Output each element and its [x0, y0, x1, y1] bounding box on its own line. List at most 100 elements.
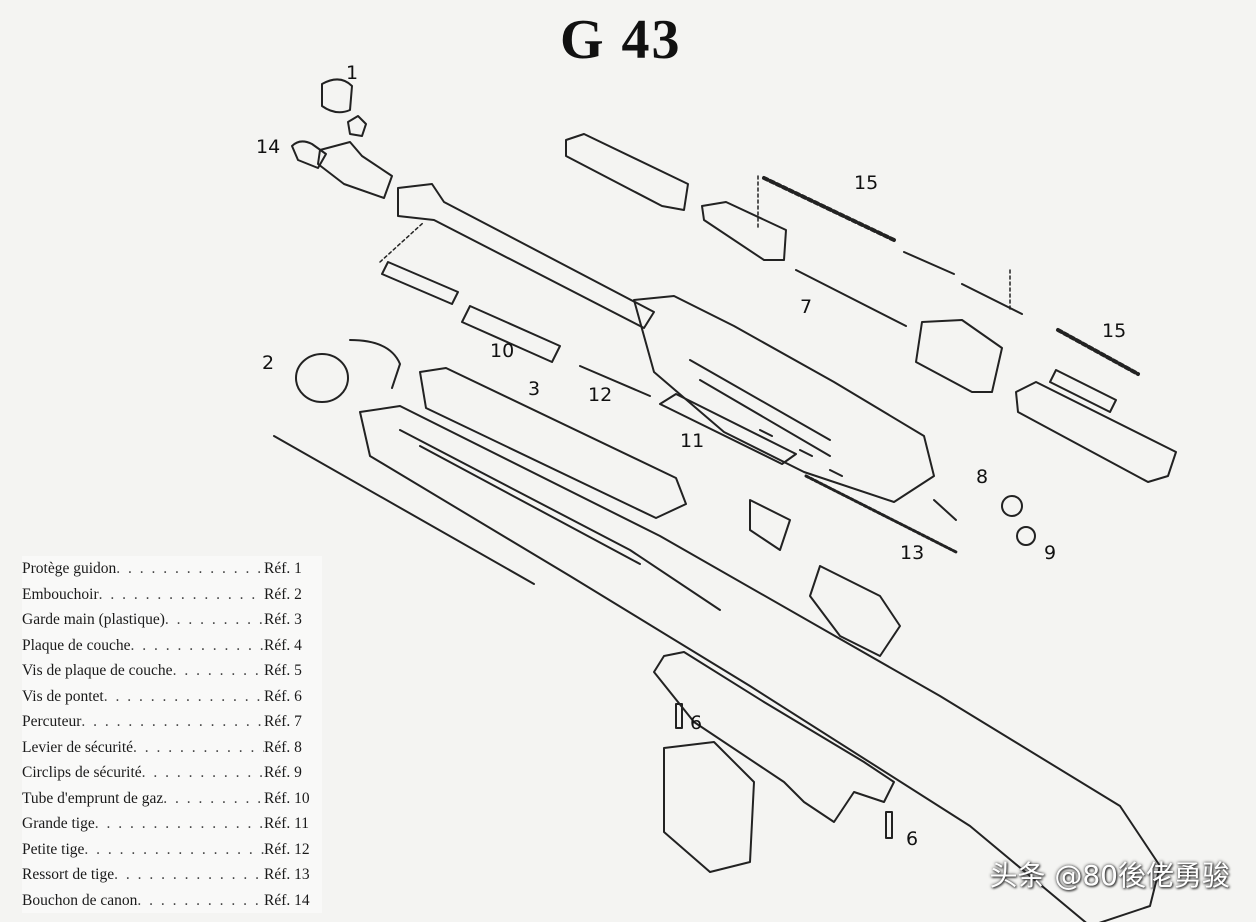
parts-legend: Protège guidonRéf. 1 EmbouchoirRéf. 2 Ga…: [22, 556, 322, 913]
spring-15b: [1056, 328, 1140, 376]
callout-9: 9: [1044, 542, 1057, 564]
legend-row: Circlips de sécurité Réf. 9: [22, 760, 322, 786]
legend-row: Vis de pontet Réf. 6: [22, 684, 322, 710]
barrel: [397, 183, 655, 329]
small-rod: [579, 365, 651, 397]
stock: [359, 405, 1161, 922]
circlip-1: [1001, 495, 1023, 517]
legend-label: Circlips de sécurité: [22, 764, 142, 781]
legend-label: Petite tige: [22, 840, 85, 858]
callout-11: 11: [680, 430, 705, 452]
legend-dots: [114, 862, 264, 888]
handguard: [419, 367, 687, 519]
legend-label: Tube d'emprunt de gaz: [22, 789, 164, 807]
callout-1: 1: [346, 62, 359, 84]
legend-label: Percuteur: [22, 713, 82, 730]
legend-label: Grande tige: [22, 815, 95, 832]
front-sight: [347, 115, 367, 137]
legend-ref: Réf. 3: [264, 611, 302, 628]
guide-rod: [903, 251, 1023, 315]
legend-dots: [81, 709, 264, 735]
legend-ref: Réf. 14: [264, 891, 310, 909]
receiver: [633, 295, 935, 503]
legend-row: Petite tige Réf. 12: [22, 837, 322, 863]
legend-label: Garde main (plastique): [22, 611, 165, 628]
legend-row: Garde main (plastique) Réf. 3: [22, 607, 322, 633]
callout-12: 12: [588, 384, 613, 406]
legend-row: Levier de sécurité Réf. 8: [22, 735, 322, 761]
legend-ref: Réf. 6: [264, 687, 302, 705]
legend-dots: [130, 633, 264, 659]
bolt-head: [915, 319, 1003, 393]
bolt-cover: [565, 133, 689, 211]
legend-row: Vis de plaque de couche Réf. 5: [22, 658, 322, 684]
circlip-2: [1016, 526, 1036, 546]
diagram-title: G 43: [560, 9, 682, 71]
guard-screw-1: [675, 703, 683, 729]
bolt: [701, 201, 787, 261]
legend-dots: [163, 786, 264, 812]
front-sight-protector: [321, 78, 353, 114]
legend-ref: Réf. 5: [264, 662, 302, 679]
latch: [1049, 369, 1117, 413]
legend-dots: [137, 888, 264, 914]
legend-ref: Réf. 13: [264, 866, 310, 883]
callout-13: 13: [900, 542, 925, 564]
callout-6-left: 6: [690, 712, 703, 734]
legend-row: Grande tige Réf. 11: [22, 811, 322, 837]
trigger-guard: [653, 651, 895, 823]
legend-label: Ressort de tige: [22, 866, 115, 883]
legend-row: Bouchon de canonRéf. 14: [22, 888, 322, 914]
legend-ref: Réf. 11: [264, 815, 310, 832]
legend-row: Ressort de tige Réf. 13: [22, 862, 322, 888]
legend-dots: [99, 582, 264, 608]
trigger-group: [809, 565, 901, 657]
magazine: [663, 741, 755, 873]
cleaning-rod: [273, 435, 535, 585]
callout-15-top: 15: [854, 172, 879, 194]
legend-label: Embouchoir: [22, 585, 99, 603]
legend-ref: Réf. 12: [264, 840, 310, 858]
callout-2: 2: [262, 352, 275, 374]
legend-ref: Réf. 9: [264, 764, 302, 781]
legend-label: Vis de pontet: [22, 687, 104, 705]
nose-cap: [295, 353, 349, 403]
gas-tube: [461, 305, 561, 363]
legend-ref: Réf. 10: [264, 789, 310, 807]
legend-dots: [133, 735, 264, 761]
callout-8: 8: [976, 466, 989, 488]
hammer: [749, 499, 791, 551]
legend-dots: [84, 837, 264, 863]
legend-label: Vis de plaque de couche: [22, 662, 173, 679]
legend-ref: Réf. 4: [264, 636, 302, 654]
callout-14: 14: [256, 136, 281, 158]
safety-lever: [933, 499, 957, 521]
legend-ref: Réf. 8: [264, 738, 302, 756]
firing-pin: [795, 269, 907, 327]
leader-lines: [379, 175, 1011, 311]
gas-piston: [381, 261, 459, 305]
callout-7: 7: [800, 296, 813, 318]
legend-row: Tube d'emprunt de gaz Réf. 10: [22, 786, 322, 812]
legend-row: Protège guidon Réf. 1: [22, 556, 322, 582]
watermark: 头条 @80後佬勇骏: [989, 859, 1230, 892]
callout-3: 3: [528, 378, 541, 400]
stock-channel: [399, 429, 721, 611]
recoil-spring: [762, 176, 896, 242]
legend-dots: [173, 658, 264, 684]
legend-label: Protège guidon: [22, 560, 117, 577]
muzzle-end: [317, 141, 393, 199]
legend-label: Levier de sécurité: [22, 738, 134, 756]
legend-label: Plaque de couche: [22, 636, 131, 654]
safety-spring: [804, 474, 958, 554]
guard-screw-2: [885, 811, 893, 839]
receiver-ribs: [689, 359, 843, 477]
legend-dots: [104, 684, 264, 710]
legend-dots: [95, 811, 264, 837]
callout-15-right: 15: [1102, 320, 1127, 342]
long-rod: [659, 393, 797, 465]
callout-6-right: 6: [906, 828, 919, 850]
legend-ref: Réf. 1: [264, 560, 302, 577]
